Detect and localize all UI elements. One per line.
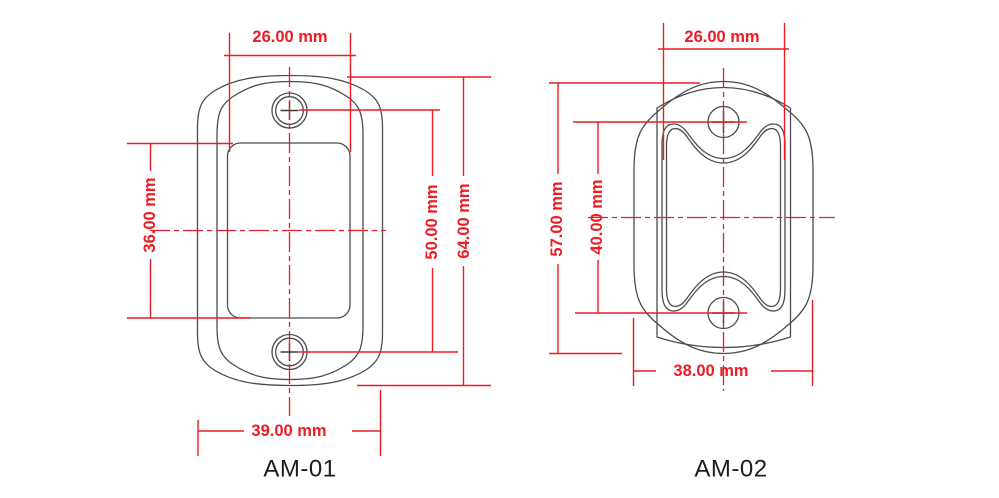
am02-dimensions: 26.00 mm 57.00 mm 40.00 mm 38.00 mm (548, 23, 814, 386)
am02-dim-hole-pitch-label: 40.00 mm (588, 179, 606, 254)
am02-dim-overall-height-label: 57.00 mm (548, 181, 566, 256)
am01-inner-face-contour (216, 80, 364, 381)
am01-dimensions: 26.00 mm 36.00 mm 50.00 mm 64.00 mm 39.0… (127, 28, 491, 456)
am02-dim-overall-height-lines (549, 82, 700, 355)
am01-dim-overall-height-lines (347, 76, 491, 387)
am02-pad-outer-contour (661, 123, 786, 312)
am01-dim-overall-width-label: 39.00 mm (251, 422, 326, 440)
am01-dim-window-height-label: 36.00 mm (141, 177, 159, 252)
am02-geometry (633, 80, 814, 355)
am02-dim-pad-width-label: 26.00 mm (684, 28, 759, 46)
am01-centerlines (150, 67, 386, 416)
am01-dim-overall-width-lines (197, 390, 382, 456)
am01-dim-window-width-lines (224, 33, 356, 152)
am01-dim-window-height-lines (127, 142, 250, 319)
am01-dim-window-width-label: 26.00 mm (252, 28, 327, 46)
am02-centerlines (588, 68, 835, 391)
am02-dim-overall-width-lines (632, 300, 814, 386)
am02-pad-inner-contour (665, 127, 782, 308)
am01-dim-overall-height-label: 64.00 mm (455, 183, 473, 258)
am02-dim-overall-width-label: 38.00 mm (673, 362, 748, 380)
am02-inner-face-contour (656, 86, 792, 349)
am01-dim-hole-pitch-lines (299, 109, 458, 353)
am02-view: 26.00 mm 57.00 mm 40.00 mm 38.00 mm AM-0… (548, 23, 835, 483)
am02-dim-pad-width-lines (658, 23, 789, 160)
am01-outer-contour (196, 74, 384, 387)
am01-view: 26.00 mm 36.00 mm 50.00 mm 64.00 mm 39.0… (127, 28, 491, 483)
am01-dim-hole-pitch-label: 50.00 mm (423, 184, 441, 259)
am01-part-label: AM-01 (263, 456, 336, 483)
am02-part-label: AM-02 (694, 456, 767, 483)
am02-dim-hole-pitch-lines (573, 121, 747, 314)
